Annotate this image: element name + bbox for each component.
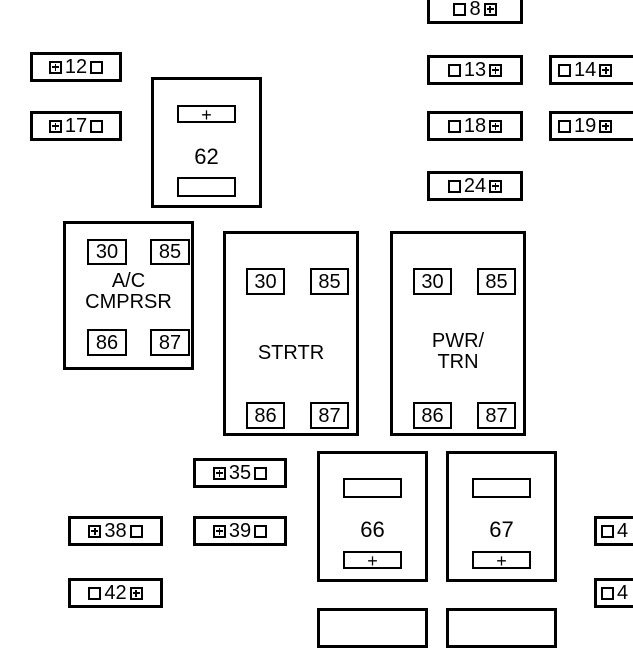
relay-pwr-trn: 30 85 PWR/ TRN 86 87	[390, 231, 526, 436]
fuse-12: 12	[30, 52, 122, 82]
fuse-slot-icon	[90, 119, 104, 133]
fuse-35: 35	[193, 458, 287, 488]
relay-terminal-86: 86	[87, 329, 127, 356]
relay-strtr: 30 85 STRTR 86 87	[223, 231, 359, 436]
minifuse-partial-bottom-right	[446, 608, 557, 648]
minifuse-62: + 62	[151, 77, 262, 208]
fuse-slot-icon	[601, 524, 614, 538]
relay-ac-cmprsr: 30 85 A/C CMPRSR 86 87	[63, 221, 194, 370]
fuse-17: 17	[30, 111, 122, 141]
fuse-number: 13	[463, 59, 487, 81]
relay-terminal-85: 85	[150, 239, 190, 265]
relay-label: STRTR	[257, 342, 325, 364]
relay-terminal-30: 30	[246, 268, 285, 295]
fuse-plus-icon	[212, 524, 226, 538]
fuse-plus-icon	[489, 119, 503, 133]
fuse-39: 39	[193, 516, 287, 546]
fuse-partial-right-2: 4	[594, 578, 633, 608]
fuse-slot-icon	[90, 60, 104, 74]
fuse-8: 8	[427, 0, 523, 24]
fuse-number: 24	[463, 175, 487, 197]
fuse-number: 4	[617, 520, 629, 542]
relay-terminal-86: 86	[413, 402, 452, 429]
relay-terminal-87: 87	[477, 402, 516, 429]
fuse-14: 14	[549, 55, 633, 85]
fuse-plus-icon	[48, 60, 62, 74]
relay-label-line1: PWR/	[431, 330, 485, 352]
minifuse-plus-slot: +	[472, 551, 531, 570]
fuse-number: 12	[64, 56, 88, 78]
fuse-block-diagram: 8 12 13 14 17 18 19 24 35	[30, 0, 633, 648]
fuse-13: 13	[427, 55, 523, 85]
fuse-plus-icon	[88, 524, 102, 538]
fuse-number: 19	[574, 115, 597, 137]
fuse-number: 14	[574, 59, 597, 81]
fuse-plus-icon	[489, 179, 503, 193]
fuse-partial-right-1: 4	[594, 516, 633, 546]
fuse-slot-icon	[129, 524, 143, 538]
fuse-38: 38	[68, 516, 163, 546]
minifuse-plus-slot: +	[177, 105, 236, 124]
minifuse-label: 62	[194, 144, 219, 169]
relay-terminal-86: 86	[246, 402, 285, 429]
fuse-number: 42	[104, 582, 127, 604]
relay-label-line1: A/C	[111, 270, 146, 292]
fuse-number: 4	[617, 582, 629, 604]
fuse-plus-icon	[129, 586, 143, 600]
fuse-plus-icon	[599, 63, 613, 77]
fuse-slot-icon	[447, 179, 461, 193]
relay-terminal-87: 87	[150, 329, 190, 356]
fuse-42: 42	[68, 578, 163, 608]
fuse-plus-icon	[483, 2, 497, 16]
fuse-19: 19	[549, 111, 633, 141]
fuse-slot-icon	[601, 586, 614, 600]
minifuse-66: 66 +	[317, 451, 428, 582]
fuse-number: 8	[469, 0, 481, 20]
relay-terminal-30: 30	[413, 268, 452, 295]
fuse-number: 18	[463, 115, 487, 137]
fuse-slot-icon	[88, 586, 102, 600]
minifuse-slot	[472, 478, 531, 498]
fuse-number: 38	[104, 520, 127, 542]
fuse-18: 18	[427, 111, 523, 141]
fuse-slot-icon	[558, 63, 571, 77]
fuse-slot-icon	[453, 2, 467, 16]
fuse-slot-icon	[447, 119, 461, 133]
minifuse-label: 67	[489, 517, 514, 542]
minifuse-label: 66	[360, 517, 385, 542]
minifuse-67: 67 +	[446, 451, 557, 582]
fuse-slot-icon	[254, 466, 268, 480]
fuse-slot-icon	[254, 524, 268, 538]
fuse-slot-icon	[447, 63, 461, 77]
minifuse-partial-bottom-left	[317, 608, 428, 648]
fuse-plus-icon	[599, 119, 613, 133]
fuse-plus-icon	[212, 466, 226, 480]
minifuse-slot	[343, 478, 402, 498]
relay-label-line2: TRN	[437, 351, 479, 373]
fuse-slot-icon	[558, 119, 571, 133]
relay-terminal-85: 85	[310, 268, 349, 295]
relay-label-line2: CMPRSR	[85, 291, 172, 313]
fuse-number: 17	[64, 115, 88, 137]
minifuse-plus-slot: +	[343, 551, 402, 570]
fuse-number: 39	[228, 520, 252, 542]
minifuse-slot	[177, 177, 236, 197]
fuse-plus-icon	[48, 119, 62, 133]
relay-terminal-87: 87	[310, 402, 349, 429]
fuse-number: 35	[228, 462, 252, 484]
fuse-24: 24	[427, 171, 523, 201]
relay-terminal-85: 85	[477, 268, 516, 295]
relay-terminal-30: 30	[87, 239, 127, 265]
fuse-plus-icon	[489, 63, 503, 77]
